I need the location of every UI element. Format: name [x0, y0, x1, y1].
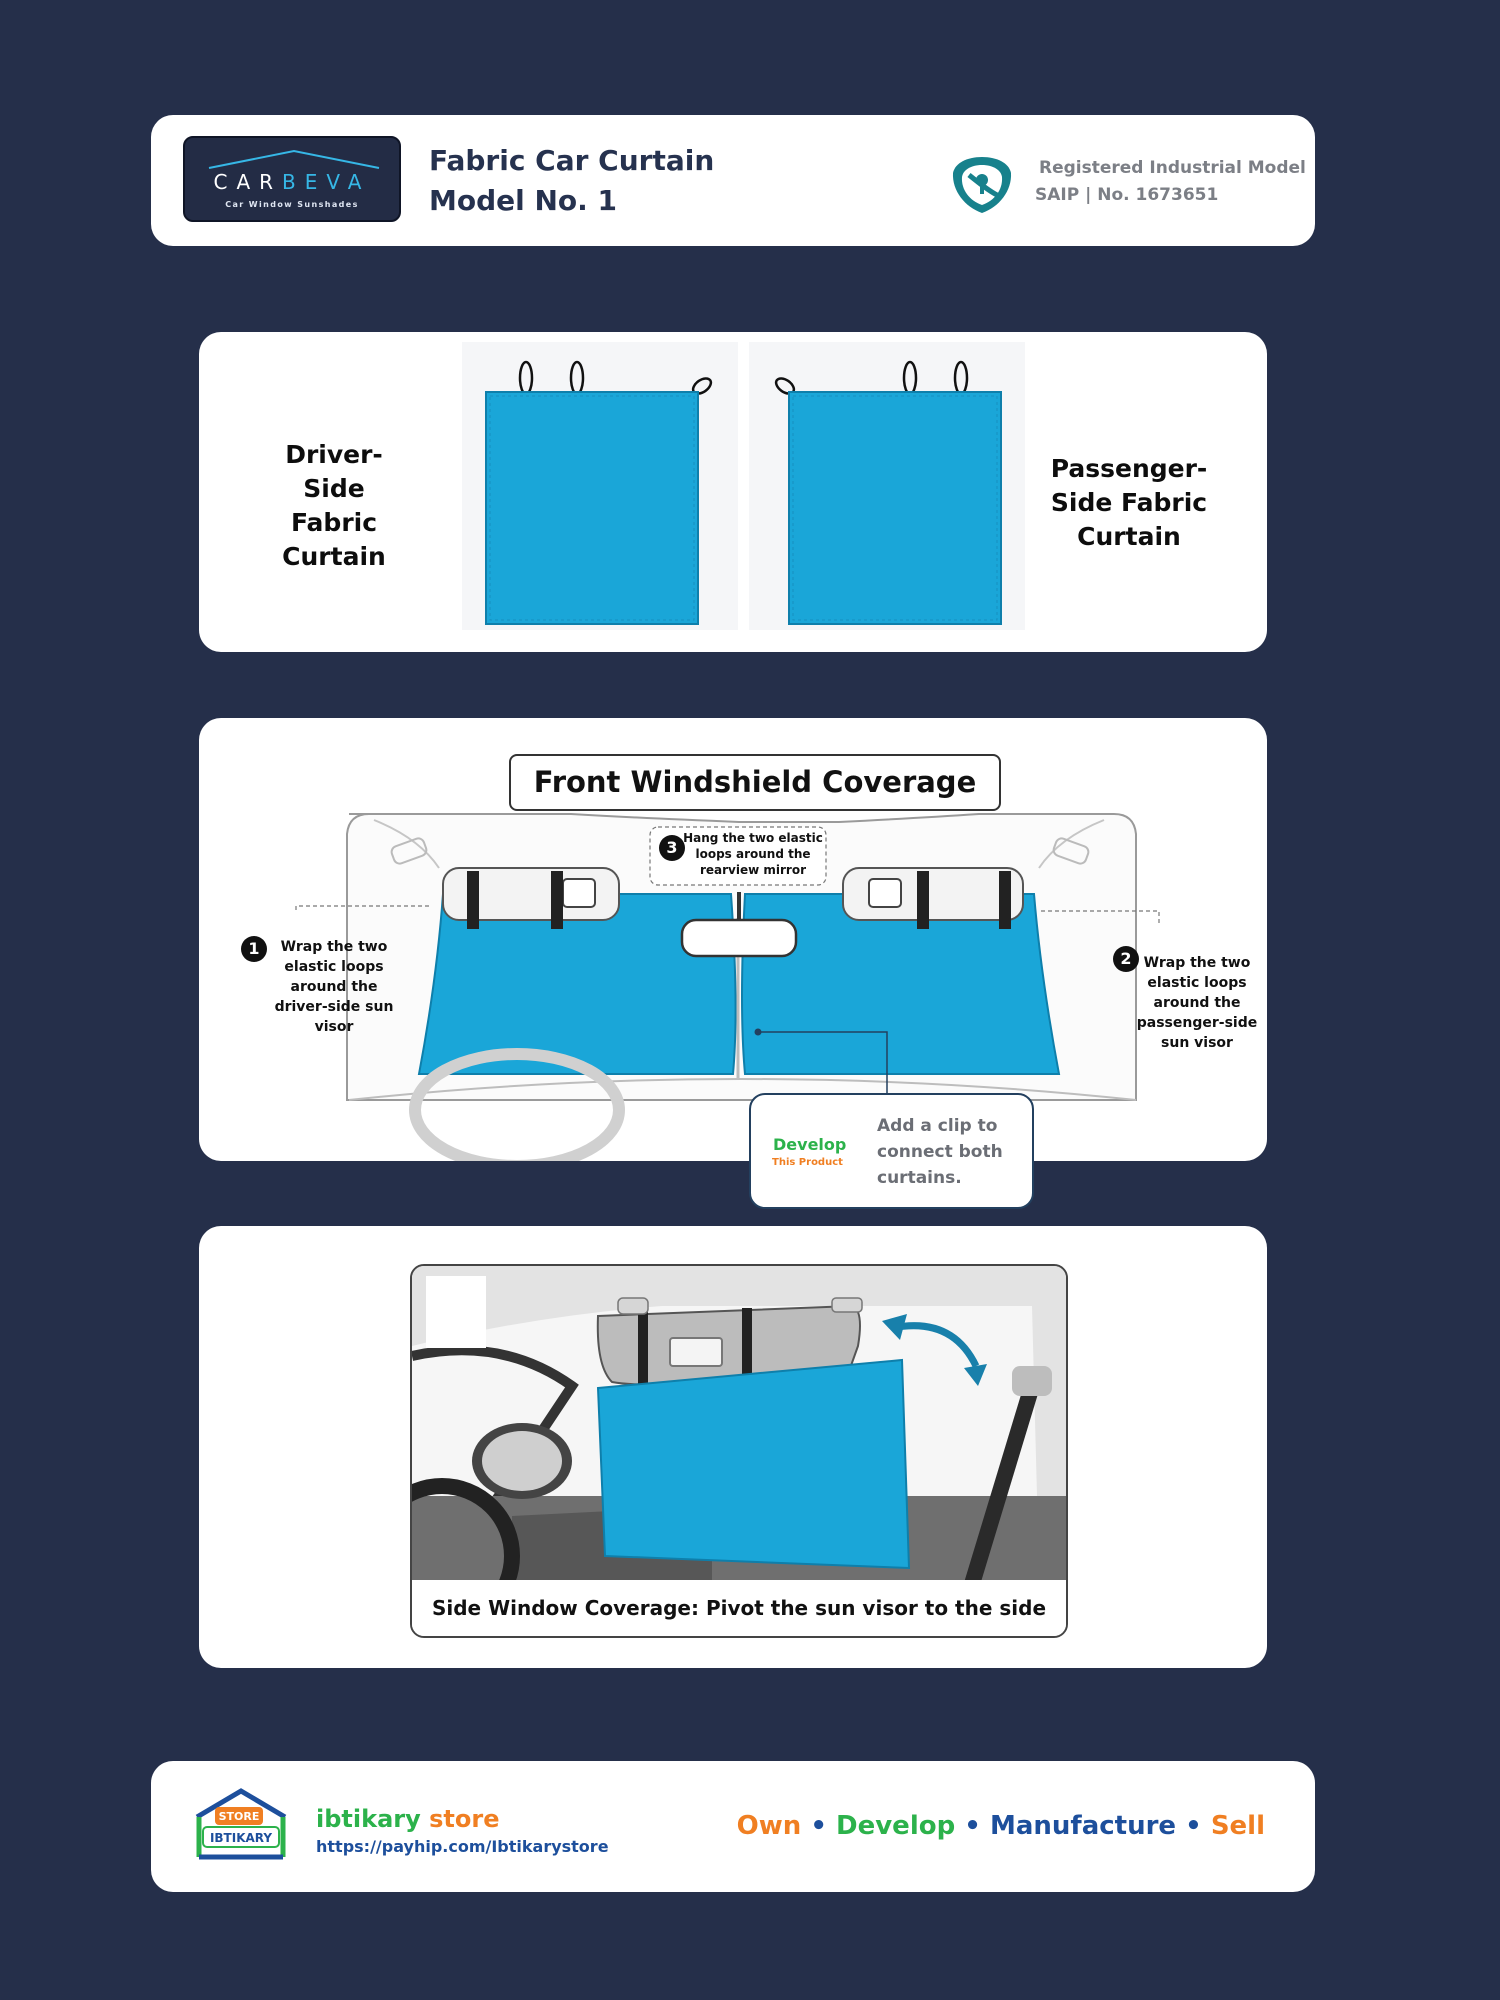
carbeva-logo: CARBEVA Car Window Sunshades [183, 136, 401, 222]
passenger-curtain-drawing [774, 360, 1002, 625]
develop-sublabel: This Product [772, 1157, 843, 1168]
logo-wordmark: CARBEVA [213, 170, 371, 194]
passenger-side-label: Passenger- Side Fabric Curtain [1050, 454, 1208, 551]
step2-note: Wrap the two elastic loops around the pa… [1136, 955, 1258, 1051]
saip-emblem-icon [952, 157, 1012, 213]
product-title: Fabric Car Curtain Model No. 1 [429, 141, 714, 221]
side-window-image: Side Window Coverage: Pivot the sun viso… [410, 1264, 1068, 1638]
footer-card: STORE IBTIKARY ibtikary store https://pa… [151, 1761, 1315, 1892]
registration-number: SAIP | No. 1673651 [1035, 185, 1219, 205]
step3-badge: 3 [659, 835, 685, 861]
driver-side-label: Driver- Side Fabric Curtain [282, 440, 386, 571]
tagline-develop: Develop [836, 1811, 956, 1841]
registration-line1: Registered Industrial Model [1039, 158, 1306, 178]
step1-note: Wrap the two elastic loops around the dr… [274, 939, 394, 1035]
step1-badge: 1 [241, 936, 267, 962]
develop-callout: Develop This Product Add a clip to conne… [749, 1093, 1034, 1209]
tagline-sell: Sell [1210, 1811, 1265, 1841]
side-window-drawing [412, 1266, 1066, 1634]
tagline-separator: • [810, 1811, 827, 1841]
driver-curtain-image [462, 342, 738, 630]
svg-text:IBTIKARY: IBTIKARY [210, 1831, 272, 1845]
store-name: ibtikary store [316, 1805, 500, 1833]
clip-suggestion: Add a clip to connect both curtains. [877, 1116, 1003, 1188]
side-window-panel: Side Window Coverage: Pivot the sun viso… [199, 1226, 1267, 1668]
step3-note: Hang the two elastic loops around the re… [683, 831, 823, 877]
product-model-line: Model No. 1 [429, 184, 618, 217]
tagline-separator: • [1185, 1811, 1202, 1841]
footer-tagline: Own • Develop • Manufacture • Sell [737, 1811, 1265, 1841]
side-window-caption: Side Window Coverage: Pivot the sun viso… [412, 1580, 1066, 1636]
driver-curtain-drawing [485, 360, 713, 625]
windshield-panel: Front Windshield Coverage 1 Wrap the two… [199, 718, 1267, 1161]
windshield-illustration [295, 813, 1160, 1161]
tagline-separator: • [964, 1811, 981, 1841]
passenger-curtain-image [749, 342, 1025, 630]
curtains-panel: Driver- Side Fabric Curtain Passenger- S… [199, 332, 1267, 652]
ibtikary-store-logo: STORE IBTIKARY [195, 1788, 287, 1860]
logo-roof-icon [208, 149, 380, 169]
develop-label: Develop [773, 1135, 847, 1154]
step2-badge: 2 [1113, 946, 1139, 972]
store-url-link[interactable]: https://payhip.com/Ibtikarystore [316, 1837, 609, 1856]
tagline-manufacture: Manufacture [989, 1811, 1177, 1841]
windshield-title: Front Windshield Coverage [509, 754, 1001, 811]
header-card: CARBEVA Car Window Sunshades Fabric Car … [151, 115, 1315, 246]
logo-tagline: Car Window Sunshades [225, 200, 359, 209]
tagline-own: Own [736, 1811, 802, 1841]
svg-text:STORE: STORE [219, 1810, 260, 1823]
product-title-line1: Fabric Car Curtain [429, 144, 715, 177]
registration-info: Registered Industrial Model SAIP | No. 1… [1035, 155, 1306, 209]
